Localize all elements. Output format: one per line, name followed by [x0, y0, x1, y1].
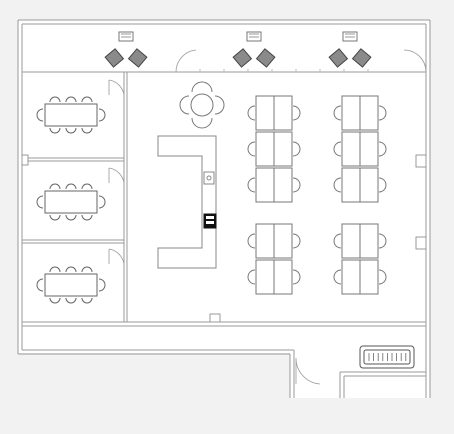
round-table — [179, 81, 225, 129]
lounge-chair-pair — [104, 31, 148, 68]
meeting-tables — [36, 96, 106, 304]
desk-cluster — [247, 223, 301, 295]
desk-cluster — [333, 223, 387, 295]
desk-cluster — [333, 95, 387, 203]
meeting-table — [36, 96, 106, 134]
lounge-chair-pair — [232, 31, 276, 68]
columns — [21, 154, 427, 323]
desk-cluster — [247, 95, 301, 203]
kitchen-counter — [157, 135, 217, 269]
door-swings — [108, 49, 427, 385]
meeting-table — [36, 183, 106, 221]
meeting-room-walls — [22, 72, 128, 322]
lounge-chairs — [104, 31, 372, 68]
meeting-table — [36, 266, 106, 304]
lounge-chair-pair — [328, 31, 372, 68]
desk-clusters — [247, 95, 387, 295]
exterior-walls — [17, 19, 431, 398]
sofa — [359, 345, 415, 369]
window-ticks — [199, 69, 369, 72]
